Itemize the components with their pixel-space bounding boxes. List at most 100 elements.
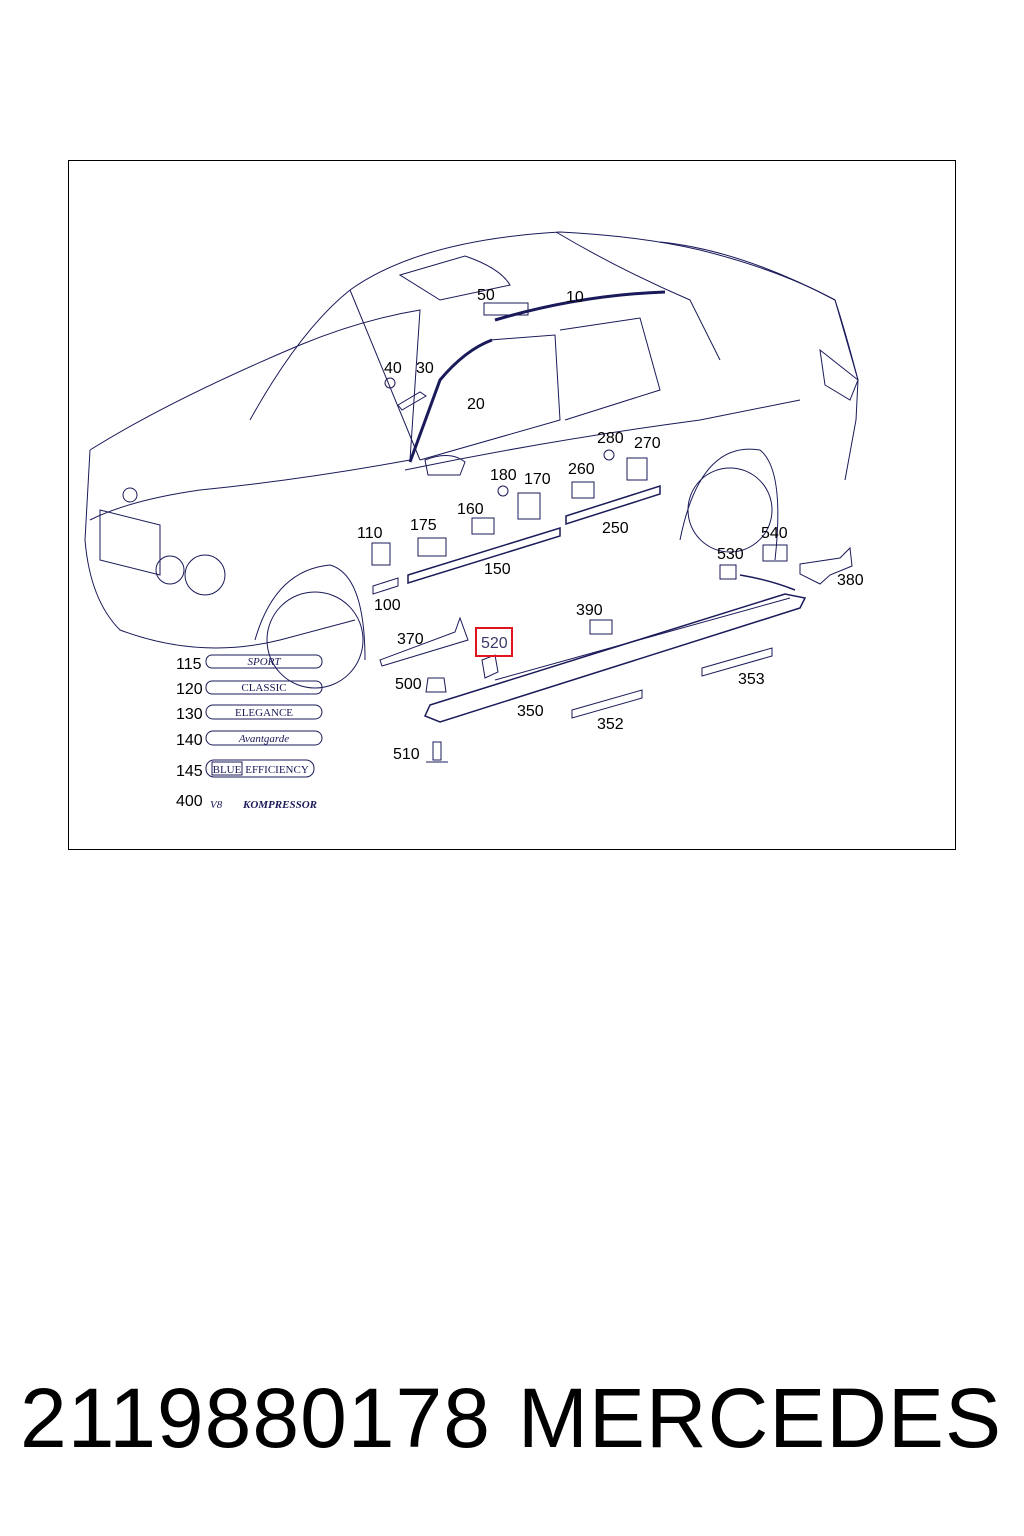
star-emblem-icon xyxy=(122,487,138,503)
clip-40-icon xyxy=(384,377,396,389)
part-label-170: 170 xyxy=(524,471,551,488)
part-label-50: 50 xyxy=(477,287,495,304)
badge-classic-text: CLASSIC xyxy=(241,682,286,694)
car-side-line xyxy=(404,399,801,471)
part-label-270: 270 xyxy=(634,435,661,452)
badge-number-130: 130 xyxy=(176,706,203,723)
side-mirror xyxy=(424,455,466,476)
clip-160-icon xyxy=(471,517,495,535)
badge-efficiency-text: EFFICIENCY xyxy=(245,764,309,776)
part-label-10: 10 xyxy=(566,289,584,306)
rear-door xyxy=(559,317,661,421)
part-label-280: 280 xyxy=(597,430,624,447)
clip-30-icon xyxy=(397,391,427,411)
a-pillar-trim-20 xyxy=(408,338,493,463)
car-grille xyxy=(99,509,161,576)
door-trim-150 xyxy=(407,526,561,585)
trim-352 xyxy=(571,689,643,719)
clip-510-icon xyxy=(426,741,448,763)
part-label-160: 160 xyxy=(457,501,484,518)
badge-avantgarde-text: Avantgarde xyxy=(238,733,289,745)
brand-name: MERCEDES xyxy=(517,1371,1002,1465)
badge-number-115: 115 xyxy=(176,656,202,673)
trim-370 xyxy=(379,616,469,667)
part-label-250: 250 xyxy=(602,520,629,537)
rear-wheel-arch xyxy=(679,448,779,561)
part-label-530: 530 xyxy=(717,546,744,563)
trim-100 xyxy=(372,577,399,595)
badge-number-140: 140 xyxy=(176,732,203,749)
front-wheel xyxy=(266,591,364,689)
clip-180-icon xyxy=(497,485,509,497)
badge-classic xyxy=(205,680,323,695)
clip-530-icon xyxy=(719,564,737,580)
part-label-260: 260 xyxy=(568,461,595,478)
roof-trim-10 xyxy=(494,290,666,322)
part-label-380: 380 xyxy=(837,572,864,589)
badge-blue-efficiency xyxy=(205,759,315,778)
clip-170-icon xyxy=(517,492,541,520)
front-door xyxy=(419,334,561,461)
car-rear-window xyxy=(555,231,721,361)
part-label-40: 40 xyxy=(384,360,402,377)
clip-520-icon xyxy=(481,654,499,679)
tail-light xyxy=(819,348,859,401)
clip-280-icon xyxy=(603,449,615,461)
front-wheel-arch xyxy=(254,564,366,661)
badge-sport xyxy=(205,654,323,669)
sill-panel-inner xyxy=(494,597,791,681)
trim-353 xyxy=(701,647,773,677)
badge-kompressor-text: KOMPRESSOR xyxy=(242,799,317,811)
clip-540-icon xyxy=(762,544,788,562)
part-label-370: 370 xyxy=(397,631,424,648)
badge-sport-text: SPORT xyxy=(248,656,282,668)
car-windshield xyxy=(249,289,421,461)
part-label-150: 150 xyxy=(484,561,511,578)
part-label-353: 353 xyxy=(738,671,765,688)
part-label-510: 510 xyxy=(393,746,420,763)
part-label-30: 30 xyxy=(416,360,434,377)
model-badges: 115 SPORT 120 CLASSIC 130 ELEGANCE 140 A… xyxy=(176,654,323,811)
part-label-100: 100 xyxy=(374,597,401,614)
badge-elegance-text: ELEGANCE xyxy=(235,707,293,719)
part-label-350: 350 xyxy=(517,703,544,720)
clip-175-icon xyxy=(417,537,447,557)
part-label-20: 20 xyxy=(467,396,485,413)
part-label-520: 520 xyxy=(481,635,508,652)
headlight-left-icon xyxy=(155,555,185,585)
arrow-530-to-sill xyxy=(739,574,796,591)
diagram-frame xyxy=(68,160,956,850)
door-trim-250 xyxy=(565,484,661,526)
clip-390-icon xyxy=(589,619,613,635)
badge-v8-text: V8 xyxy=(210,799,223,811)
part-label-352: 352 xyxy=(597,716,624,733)
part-label-110: 110 xyxy=(357,525,383,542)
car-hood xyxy=(89,309,421,521)
headlight-right-icon xyxy=(184,554,226,596)
clip-110-icon xyxy=(371,542,391,566)
badge-avantgarde xyxy=(205,730,323,746)
car-trunk-line xyxy=(659,241,859,381)
car-front-fascia xyxy=(84,449,356,649)
badge-elegance xyxy=(205,704,323,720)
badge-number-120: 120 xyxy=(176,681,203,698)
part-label-390: 390 xyxy=(576,602,603,619)
part-label-180: 180 xyxy=(490,467,517,484)
clip-500-icon xyxy=(425,677,447,693)
badge-number-400: 400 xyxy=(176,793,203,810)
sunroof xyxy=(398,255,511,301)
badge-number-145: 145 xyxy=(176,763,203,780)
highlight-box-520 xyxy=(475,627,513,657)
part-label-500: 500 xyxy=(395,676,422,693)
sill-panel-350 xyxy=(423,593,807,723)
clip-270-icon xyxy=(626,457,648,481)
parts-diagram: 10 20 30 40 50 100 110 150 160 170 175 1… xyxy=(84,231,864,811)
part-label-540: 540 xyxy=(761,525,788,542)
rear-wheel xyxy=(687,467,773,553)
footer: 2119880178 MERCEDES xyxy=(0,1370,1024,1480)
clip-50-icon xyxy=(483,302,529,316)
badge-blue-text: BLUE xyxy=(213,764,242,776)
clip-260-icon xyxy=(571,481,595,499)
bracket-380 xyxy=(799,546,853,585)
part-label-175: 175 xyxy=(410,517,437,534)
